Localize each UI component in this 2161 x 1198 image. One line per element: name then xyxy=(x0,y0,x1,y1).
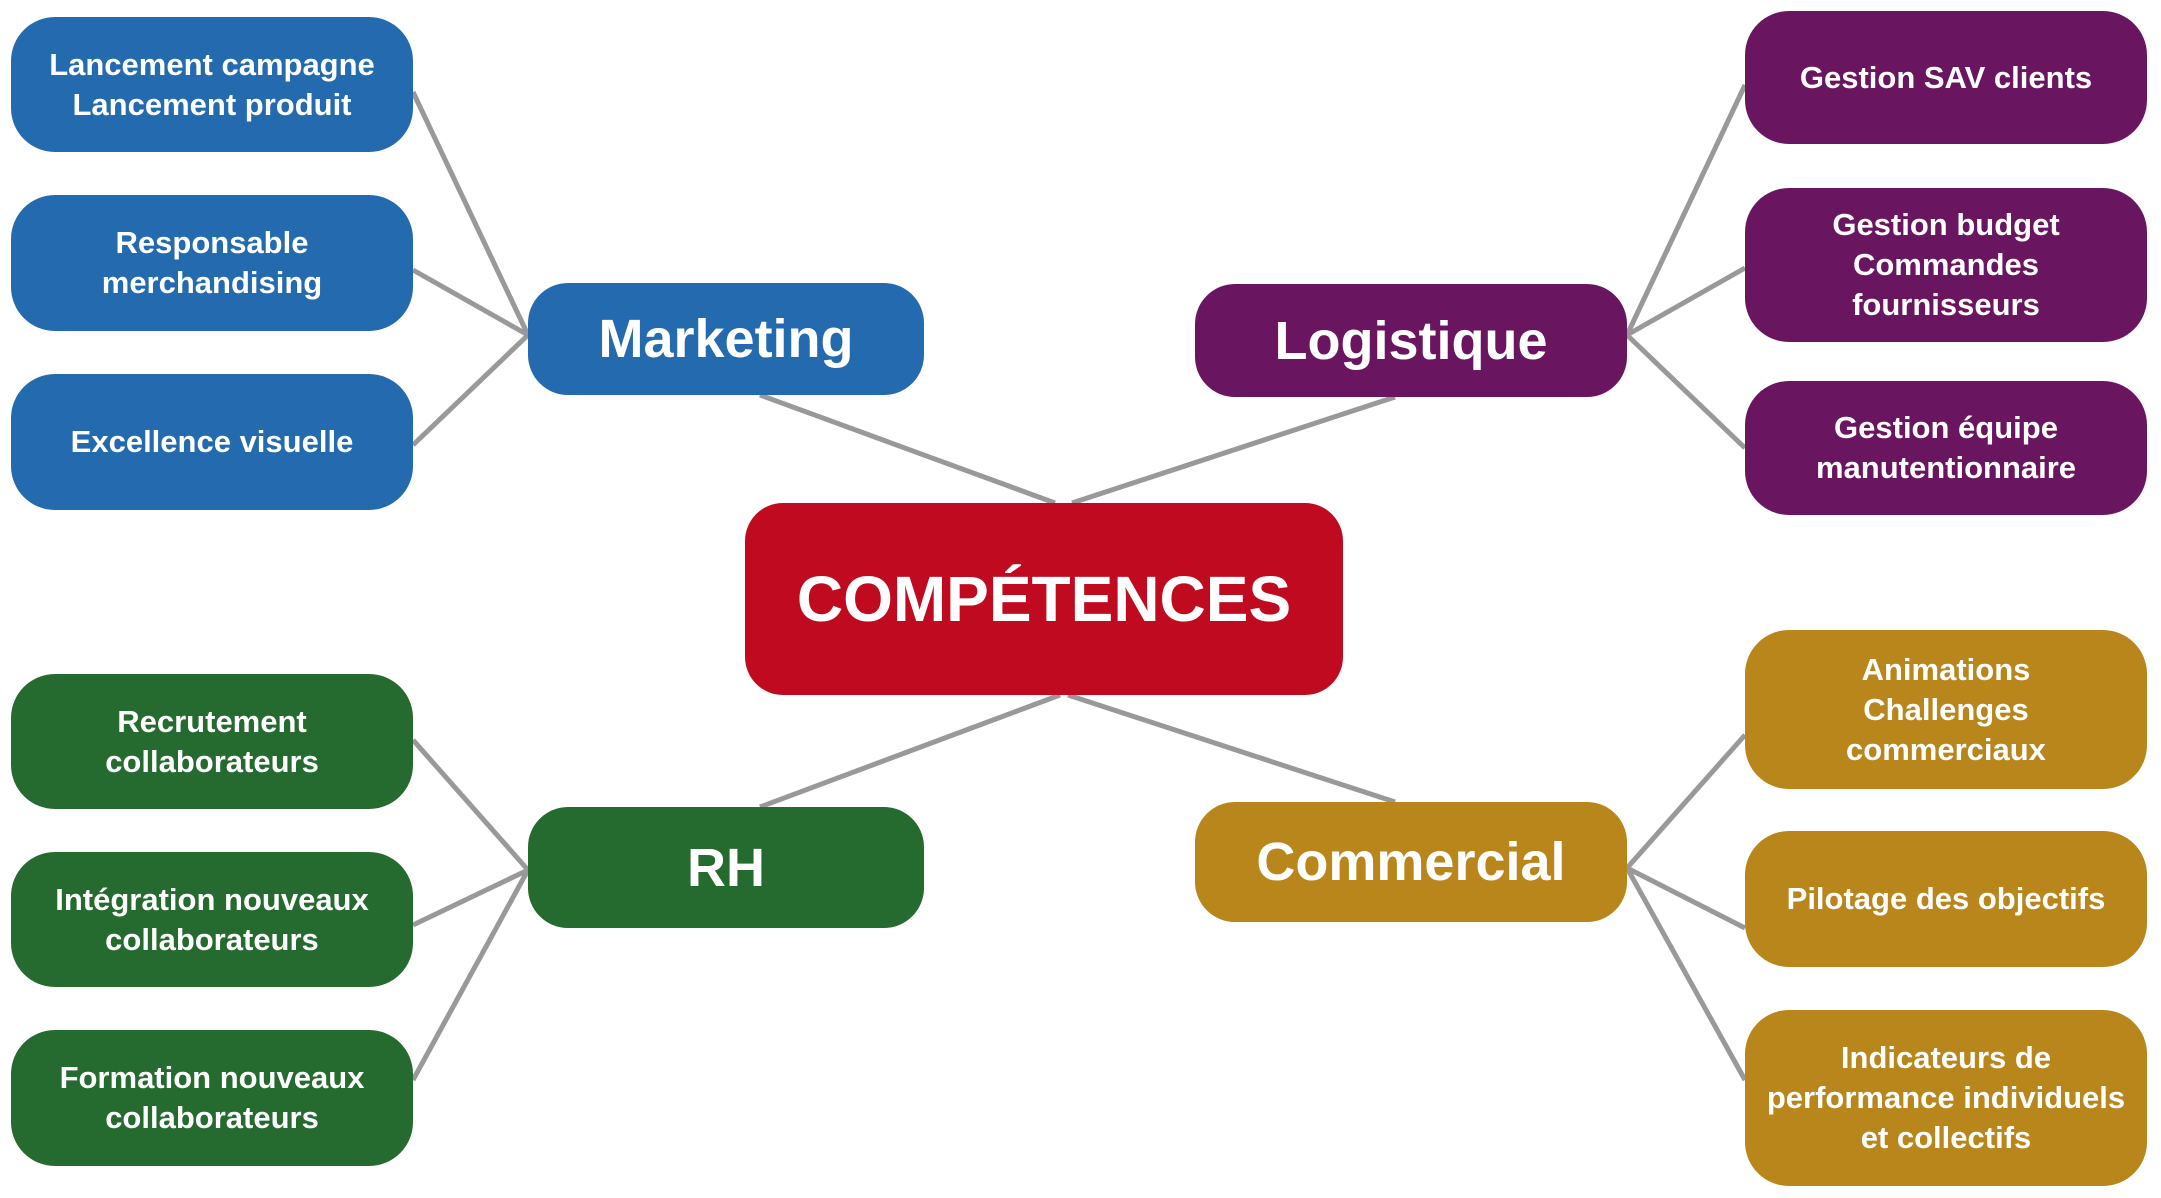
connector-line xyxy=(1625,333,1747,450)
connector-line xyxy=(1624,83,1748,337)
leaf-logistique-2: Gestion budget Commandes fournisseurs xyxy=(1745,188,2147,342)
leaf-commercial-1: Animations Challenges commerciaux xyxy=(1745,630,2147,789)
connector-line xyxy=(411,867,530,928)
leaf-logistique-1: Gestion SAV clients xyxy=(1745,11,2147,144)
connector-line xyxy=(1625,865,1747,931)
hub-logistique: Logistique xyxy=(1195,284,1627,397)
connector-line xyxy=(759,392,1056,506)
leaf-commercial-2: Pilotage des objectifs xyxy=(1745,831,2147,967)
connector-line xyxy=(1067,692,1396,805)
connector-line xyxy=(410,90,531,337)
hub-rh: RH xyxy=(528,807,924,928)
connector-line xyxy=(1624,866,1748,1082)
leaf-rh-3: Formation nouveaux collaborateurs xyxy=(11,1030,413,1166)
connector-line xyxy=(1625,733,1747,870)
connector-line xyxy=(411,267,530,338)
leaf-marketing-3: Excellence visuelle xyxy=(11,374,413,510)
connector-line xyxy=(1071,394,1396,506)
connector-line xyxy=(759,692,1061,810)
leaf-commercial-3: Indicateurs de performance individuels e… xyxy=(1745,1010,2147,1186)
leaf-marketing-1: Lancement campagne Lancement produit xyxy=(11,17,413,152)
center-node: COMPÉTENCES xyxy=(745,503,1343,695)
leaf-rh-1: Recrutement collaborateurs xyxy=(11,674,413,809)
hub-commercial: Commercial xyxy=(1195,802,1627,922)
connector-line xyxy=(1625,265,1747,338)
connector-line xyxy=(410,868,531,1082)
leaf-rh-2: Intégration nouveaux collaborateurs xyxy=(11,852,413,987)
leaf-marketing-2: Responsable merchandising xyxy=(11,195,413,331)
connector-line xyxy=(411,333,530,447)
hub-marketing: Marketing xyxy=(528,283,924,395)
leaf-logistique-3: Gestion équipe manutentionnaire xyxy=(1745,381,2147,515)
connector-line xyxy=(411,738,530,872)
